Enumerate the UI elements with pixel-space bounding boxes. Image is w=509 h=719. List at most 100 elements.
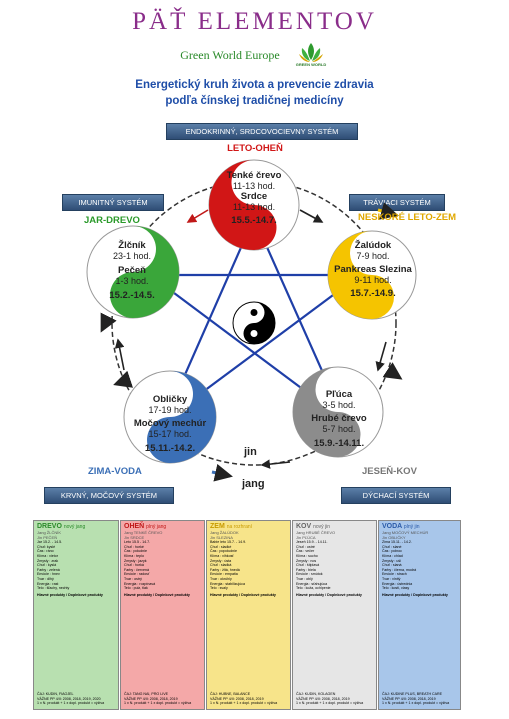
- panel-line: Klíma : sucho: [296, 553, 318, 558]
- panel-line: Chuť : slaná: [382, 563, 402, 568]
- panel-line: Energia : rast: [37, 581, 59, 586]
- panel-line: Chuť : horká: [124, 563, 144, 568]
- panel-line: Zmysly : uši: [382, 558, 401, 563]
- metal-organ-1: Pľúca: [325, 389, 353, 400]
- wood-organ-1: Žlčník: [118, 240, 146, 251]
- panel-footer-line: VÁŽNE PP 4/II: 2008, 2018, 2019: [124, 696, 178, 701]
- panel-line: Farby : žltá, hnedá: [210, 567, 240, 572]
- panel-footer-line: VÁŽNE PP 4/II: 2008, 2018, 2019: [296, 696, 350, 701]
- panel-footer-line: 1 x N. produkt + 1 x dopl. produkt = výž…: [37, 701, 105, 706]
- panel-line: Čas : večer: [296, 549, 315, 554]
- panel-line: Emócie : empatia: [210, 572, 238, 577]
- panel-line: Telo : svaly: [210, 586, 228, 591]
- panel-line: Jeseň 15.9. - 14.11.: [296, 540, 328, 545]
- water-label: ZIMA-VODA: [88, 466, 142, 477]
- cycle-arrow: [375, 341, 387, 372]
- water-organ-2: Močový mechúr: [133, 418, 207, 429]
- panel-line: Emócie : strach: [382, 572, 407, 577]
- metal-label: JESEŇ-KOV: [362, 466, 417, 477]
- wood-date: 15.2.-14.5.: [109, 290, 155, 301]
- panel-footer-line: ČAJ: TANG NAI, PRO LIVE: [124, 692, 169, 697]
- panel-subtitle: Jin SLEZINA: [210, 534, 233, 540]
- cycle-arrow: [186, 209, 209, 223]
- panel-subtitle: Jang ŽLČNÍK: [37, 530, 62, 535]
- panel-header: DREVO nový jang: [37, 523, 86, 530]
- system-box-respiratory: DÝCHACÍ SYSTÉM: [341, 487, 451, 504]
- panel-line: Zmysly : ústa: [210, 558, 232, 563]
- water-organ-1: Obličky: [152, 394, 188, 405]
- panel-footer-line: 1 x N. produkt + 1 x dopl. produkt = výž…: [296, 701, 364, 706]
- panel-line: Telo : koža, ochlpenie: [296, 586, 331, 591]
- panel-line: Farby : čierna, modrá: [382, 567, 417, 572]
- yin-yang-center-icon: [232, 301, 276, 345]
- panel-line: Zmysly : jazyk: [124, 558, 147, 563]
- panel-line: Chuť: kyslé: [37, 544, 56, 549]
- system-box-blood-urinary: KRVNÝ, MOČOVÝ SYSTÉM: [44, 487, 174, 504]
- logo-text: GREEN WORLD: [295, 62, 327, 67]
- panel-header-extra: plný jang: [146, 524, 167, 530]
- panel-line: Čas : polnoc: [382, 549, 402, 554]
- panel-line: Chuť : slané: [382, 544, 402, 549]
- panel-header-extra: nový jang: [63, 524, 86, 530]
- subtitle-line-2: podľa čínskej tradičnej medicíny: [165, 95, 344, 107]
- panel-line: Farby : zelená: [37, 567, 60, 572]
- panel-line: Tvar : okrúhly: [210, 576, 232, 581]
- panel-line: Zmysly : zrak: [37, 558, 59, 563]
- panel-line: Leto 15.5 - 14.7.: [124, 540, 151, 545]
- earth-arrow-icon: [382, 362, 403, 380]
- panel-footer-line: ČAJ: KUDIN, KOLAGEN: [296, 692, 336, 697]
- panel-line: Čas : ráno: [37, 549, 54, 554]
- earth-arrow-icon: [377, 202, 399, 220]
- panel-products-title: Hlavné produkty / Doplnkové produkty: [124, 592, 190, 597]
- fire-date: 15.5.-14.7.: [231, 215, 277, 226]
- panel-subtitle: Jang ŽALÚDOK: [210, 530, 239, 535]
- panel-line: Chuť : sladká: [210, 563, 232, 568]
- panel-line: Klíma : vlhkosť: [210, 553, 234, 558]
- panel-line: Farby : biela: [296, 567, 316, 572]
- earth-element-circle: [327, 230, 417, 320]
- panel-footer-line: ČAJ: KUDINE PLUS, BREATH CARE: [382, 692, 443, 697]
- cycle-arrow: [114, 338, 125, 371]
- panel-line: Chuť : štiplavá: [296, 563, 320, 568]
- yin-label: jin: [244, 446, 257, 458]
- fire-organ-1: Tenké črevo: [226, 170, 282, 181]
- panel-line: Klíma : chlad: [382, 553, 403, 558]
- water-element-circle: [123, 370, 217, 464]
- panel-line: Chuť : horké: [124, 544, 144, 549]
- system-box-endocrine: ENDOKRINNÝ, SRDCOVOCIEVNY SYSTÉM: [166, 123, 358, 140]
- panel-footer-line: 1 x N. produkt + 1 x dopl. produkt = výž…: [382, 701, 450, 706]
- panel-line: Energia : rozpínavá: [124, 581, 156, 586]
- metal-date: 15.9.-14.11.: [313, 438, 365, 449]
- water-time-1: 17-19 hod.: [148, 405, 192, 415]
- panel-line: Telo : kosti, vlasy: [382, 586, 410, 591]
- cycle-arrow: [299, 209, 324, 223]
- wood-arrow-icon: [113, 370, 134, 388]
- water-date: 15.11.-14.2.: [144, 443, 196, 454]
- panel-subtitle: Jang HRUBÉ ČREVO: [296, 530, 336, 535]
- panel-header-extra: na rozhraní: [226, 524, 253, 530]
- panel-line: Emócie : smútok: [296, 572, 323, 577]
- panel-footer-line: ČAJ: HUBNE, BALANCE: [210, 692, 251, 697]
- green-world-logo-icon: [299, 43, 323, 62]
- page-title: PÄŤ ELEMENTOV: [132, 8, 377, 35]
- panel-line: Chuť : ostré: [296, 544, 315, 549]
- earth-organ-1: Žalúdok: [354, 240, 392, 251]
- panel-line: Tvar : vlnitý: [382, 576, 401, 581]
- earth-label: NESKORÉ LETO-ZEM: [358, 212, 456, 223]
- panel-footer-line: VÁŽNE PP 4/II: 2008, 2018, 2019, 2020: [37, 696, 101, 701]
- panel-line: Chuť : sladké: [210, 544, 232, 549]
- metal-time-2: 5-7 hod.: [322, 424, 356, 434]
- panel-header: OHEŇ plný jang: [124, 523, 167, 530]
- panel-footer-line: VÁŽNE PP 4/II: 2008, 2018, 2019: [382, 696, 436, 701]
- water-time-2: 15-17 hod.: [148, 429, 192, 439]
- panel-line: Energia : stabilizujúca: [210, 581, 245, 586]
- wood-arrow-icon: [100, 312, 117, 333]
